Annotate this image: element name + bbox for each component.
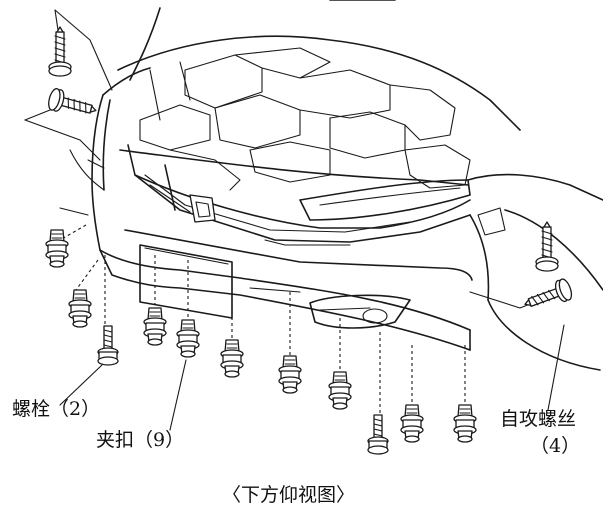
clip-8: [400, 404, 424, 443]
clip-3: [143, 307, 167, 346]
bolt-2: [367, 414, 389, 455]
screw-right-vertical: [535, 221, 559, 272]
dashed-locator-lines: [59, 224, 466, 418]
clip-4: [176, 319, 200, 358]
screw-top-left-vertical: [48, 26, 72, 77]
bolt-label: 螺栓（2）: [12, 398, 101, 420]
self-tapping-screws: [46, 26, 575, 316]
bolt-1: [97, 325, 119, 366]
view-caption: 〈下方仰视图〉: [222, 484, 356, 506]
clip-label: 夹扣（9）: [96, 429, 185, 451]
clip-7: [328, 371, 352, 410]
screw-label: 自攻螺丝: [500, 408, 577, 430]
clip-5: [220, 339, 244, 378]
clip-9: [453, 404, 477, 443]
leader-lines: [24, 9, 565, 431]
screw-top-left-angled: [46, 86, 100, 122]
clip-1: [45, 229, 69, 268]
car-body: [69, 0, 603, 371]
clip-6: [278, 355, 302, 394]
screw-count-label: （4）: [530, 435, 581, 457]
clip-2: [68, 289, 92, 328]
screw-right-angled: [520, 276, 575, 316]
